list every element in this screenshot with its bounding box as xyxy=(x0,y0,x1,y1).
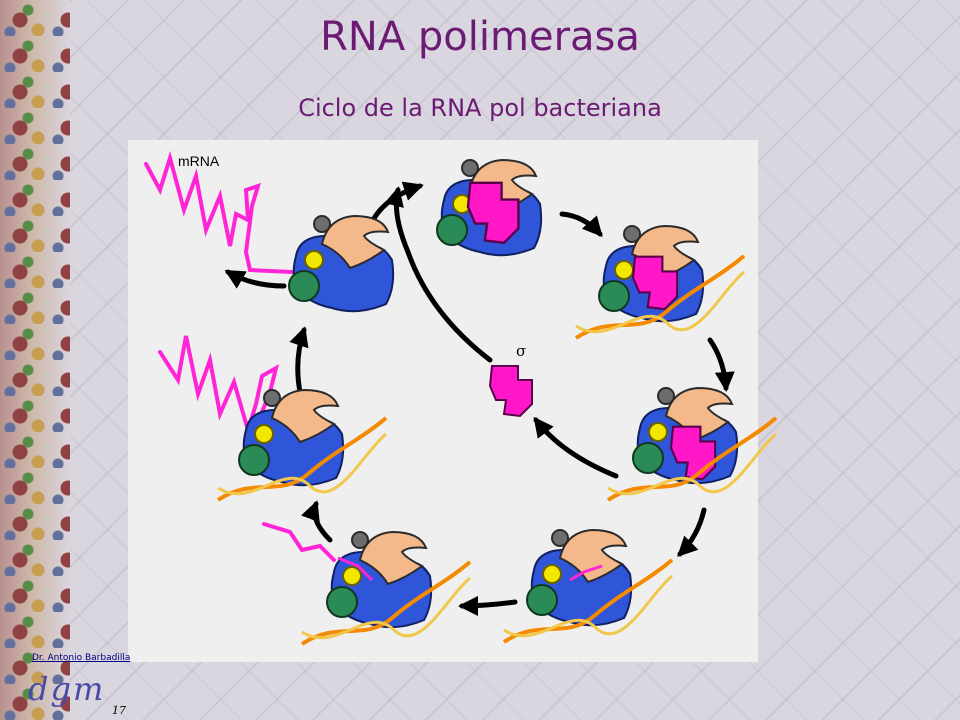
dna-helix-border xyxy=(0,0,70,720)
page-number: 17 xyxy=(112,704,126,717)
core-enzyme-released xyxy=(288,215,395,313)
closed-complex xyxy=(574,225,746,340)
slide-title: RNA polimerasa xyxy=(320,14,640,60)
open-complex xyxy=(606,387,778,502)
holoenzyme-free xyxy=(436,159,543,257)
slide-subtitle: Ciclo de la RNA pol bacteriana xyxy=(298,94,662,122)
dgm-logo: dgm xyxy=(28,670,106,708)
sigma-label: σ xyxy=(516,342,526,360)
initiation-elongation-complex xyxy=(502,529,674,644)
mrna-label: mRNA xyxy=(178,153,220,169)
released-mrna-strands xyxy=(144,150,336,562)
cycle-arrows xyxy=(224,181,735,616)
elongation-complex xyxy=(300,531,472,646)
author-link[interactable]: Dr. Antonio Barbadilla xyxy=(32,653,131,663)
free-sigma-factor xyxy=(489,365,533,417)
